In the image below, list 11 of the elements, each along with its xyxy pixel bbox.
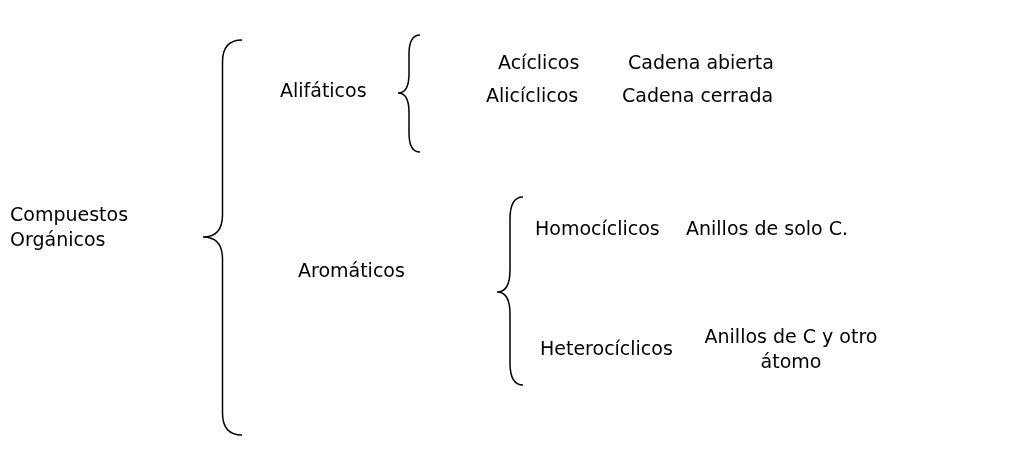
- root-label: Compuestos Orgánicos: [10, 202, 130, 252]
- term-label: Homocíclicos: [535, 216, 660, 241]
- term-label: Heterocíclicos: [540, 336, 673, 361]
- description-label: Anillos de solo C.: [686, 216, 848, 241]
- description-label: Cadena abierta: [628, 50, 774, 75]
- category-label: Alifáticos: [280, 78, 367, 103]
- term-label: Alicíclicos: [486, 83, 579, 108]
- description-label: Anillos de C y otro átomo: [703, 324, 879, 374]
- description-label: Cadena cerrada: [622, 83, 774, 108]
- category-label: Aromáticos: [298, 258, 405, 283]
- term-label: Acíclicos: [498, 50, 580, 75]
